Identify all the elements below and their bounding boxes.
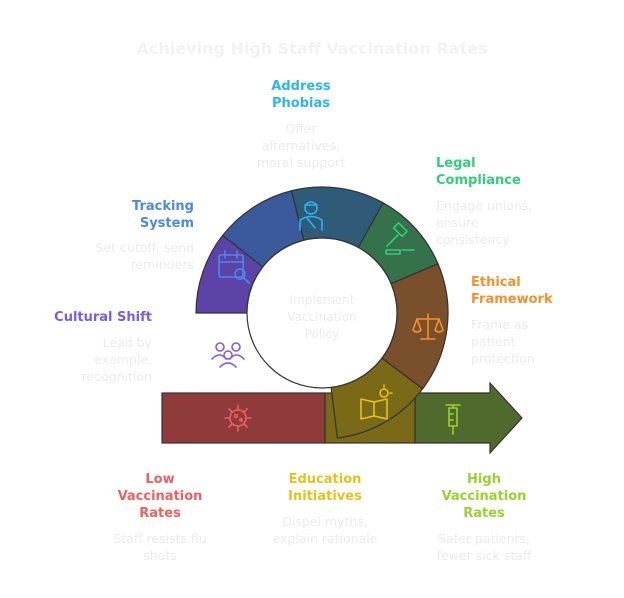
ethical-desc-line-3: protection [471, 351, 535, 366]
ring-center [246, 237, 398, 389]
tracking-label-line-2: System [140, 216, 194, 231]
legal-desc-line-1: Engage unions, [436, 198, 532, 213]
ethical-desc-line-2: patient [471, 334, 516, 349]
segment-high-vaccination-arrow [414, 381, 523, 455]
virus-icon [224, 404, 252, 432]
high-desc-line-2: fewer sick staff [437, 548, 532, 563]
people-icon [211, 342, 245, 368]
low-desc-line-1: Staff resists flu [113, 531, 206, 546]
low-label-line-3: Rates [139, 506, 181, 521]
segment-low-vaccination [161, 392, 326, 444]
high-desc-line-1: Safer patients, [438, 531, 530, 546]
phobias-desc-line-3: moral support [257, 155, 345, 170]
ethical-label-line-1: Ethical [471, 275, 521, 290]
ethical-label-line-2: Framework [471, 292, 553, 307]
cultural-desc-line-2: example, [94, 352, 152, 367]
low-label-line-1: Low [145, 472, 174, 487]
center-line-1: Implement [290, 293, 355, 307]
ethical-desc-line-1: Frame as [471, 317, 528, 332]
cultural-desc-line-1: Lead by [103, 335, 153, 350]
tracking-desc-line-1: Set cutoff, send [96, 240, 194, 255]
phobias-label-line-2: Phobias [272, 96, 330, 111]
education-desc-line-2: explain rationale [273, 531, 378, 546]
low-desc-line-2: shots [143, 548, 177, 563]
policy-ring [195, 186, 449, 439]
low-label-line-2: Vaccination [118, 489, 203, 504]
legal-label-line-2: Compliance [436, 173, 521, 188]
diagram-title: Achieving High Staff Vaccination Rates [137, 39, 488, 58]
cultural-desc-line-3: recognition [82, 369, 152, 384]
legal-desc-line-3: consistency [436, 232, 510, 247]
gavel-icon [385, 222, 415, 255]
book-idea-icon [360, 384, 393, 420]
tracking-desc-line-2: reminders [131, 257, 194, 272]
legal-label-line-1: Legal [436, 156, 476, 171]
high-label-line-3: Rates [463, 506, 505, 521]
education-label-line-2: Initiatives [288, 489, 362, 504]
calendar-search-icon [218, 250, 250, 284]
scales-icon [412, 313, 444, 340]
patient-icon [299, 201, 323, 231]
phobias-desc-line-1: Offer [285, 121, 317, 136]
center-line-2: Vaccination [287, 310, 356, 324]
high-label-line-1: High [467, 472, 501, 487]
high-label-line-2: Vaccination [442, 489, 527, 504]
education-desc-line-1: Dispel myths, [282, 514, 368, 529]
tracking-label-line-1: Tracking [132, 199, 194, 214]
phobias-label-line-1: Address [271, 79, 331, 94]
cultural-label-line-1: Cultural Shift [54, 310, 152, 325]
syringe-icon [445, 404, 461, 435]
phobias-desc-line-2: alternatives, [262, 138, 340, 153]
center-line-3: Policy [305, 327, 340, 341]
legal-desc-line-2: ensure [436, 215, 479, 230]
education-label-line-1: Education [289, 472, 362, 487]
